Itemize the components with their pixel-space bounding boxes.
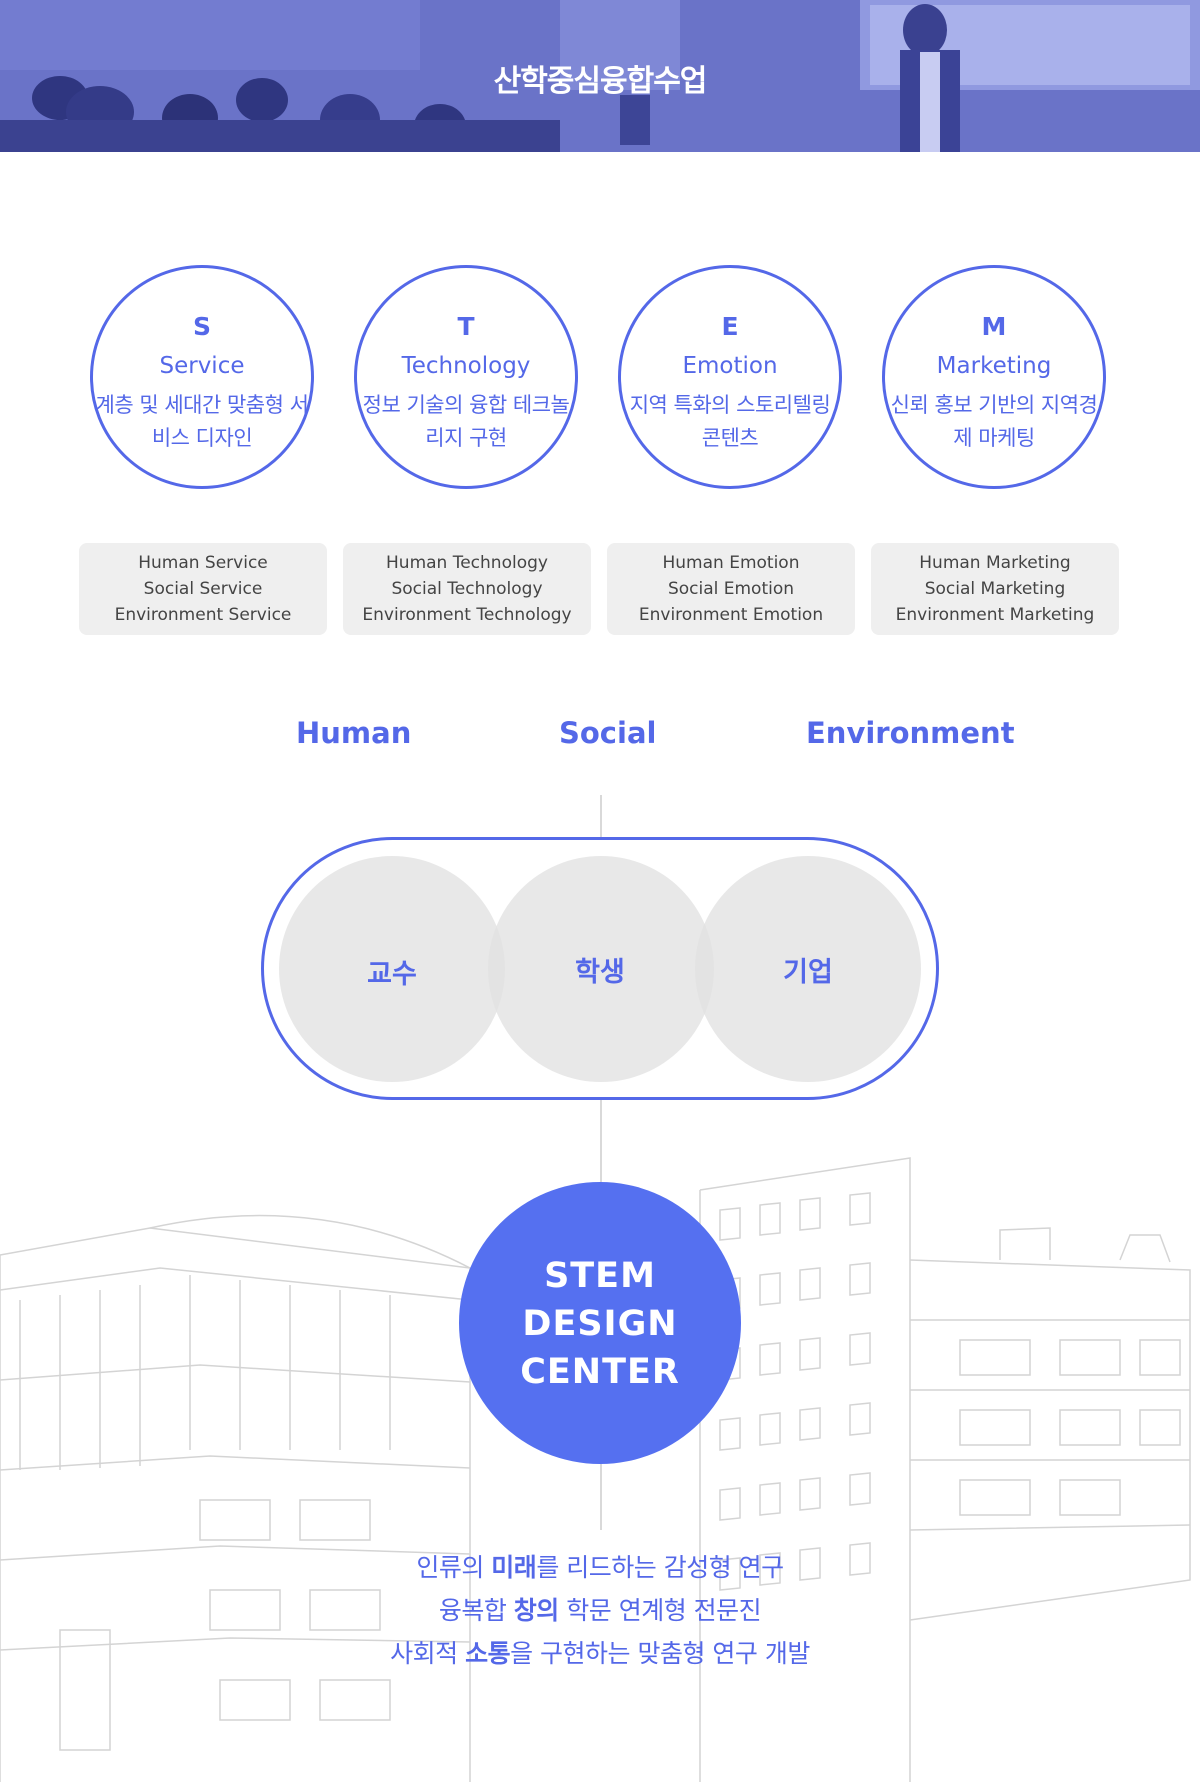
box-line: Environment Emotion — [638, 605, 824, 625]
mission-keyword: 소통 — [465, 1639, 511, 1668]
stem-desc-line: 테크놀리지 구현 — [425, 393, 570, 450]
box-line: Social Technology — [391, 579, 543, 599]
stem-word: Service — [159, 353, 245, 379]
mission-keyword: 미래 — [491, 1553, 537, 1582]
stem-box-technology: Human Technology Social Technology Envir… — [343, 543, 591, 635]
box-line: Human Technology — [386, 553, 548, 573]
stem-desc: 신뢰 홍보 기반의 지역경제 마케팅 — [885, 389, 1103, 455]
stem-circle-e: E Emotion 지역 특화의 스토리텔링 콘텐츠 — [618, 265, 842, 489]
box-line: Social Service — [143, 579, 263, 599]
stem-desc: 지역 특화의 스토리텔링 콘텐츠 — [621, 389, 839, 455]
mission-text: 을 구현하는 맞춤형 연구 개발 — [510, 1639, 810, 1668]
box-line: Environment Service — [114, 605, 292, 625]
building-illustration — [0, 1157, 1191, 1782]
stem-desc-line: 스토리텔링 콘텐츠 — [701, 393, 831, 450]
stem-design-center-badge: STEM DESIGN CENTER — [459, 1182, 741, 1464]
box-line: Human Service — [138, 553, 268, 573]
venn-label-student: 학생 — [575, 957, 625, 988]
mission-text: 를 리드하는 감성형 연구 — [536, 1553, 784, 1582]
stem-word: Technology — [401, 353, 531, 379]
stem-circle-t: T Technology 정보 기술의 융합 테크놀리지 구현 — [354, 265, 578, 489]
stem-desc-line: 신뢰 홍보 기반의 — [890, 393, 1036, 417]
pillar-environment: Environment — [806, 716, 1015, 750]
stem-word: Marketing — [936, 353, 1052, 379]
box-line: Human Marketing — [919, 553, 1071, 573]
stem-circle-s: S Service 계층 및 세대간 맞춤형 서비스 디자인 — [90, 265, 314, 489]
venn-circle-company — [695, 856, 921, 1082]
stem-word: Emotion — [682, 353, 778, 379]
connector-line-bottom — [600, 1460, 602, 1530]
header-banner: 산학중심융합수업 — [0, 0, 1200, 152]
stem-desc: 정보 기술의 융합 테크놀리지 구현 — [357, 389, 575, 455]
stem-box-service: Human Service Social Service Environment… — [79, 543, 327, 635]
mission-text: 학문 연계형 전문진 — [558, 1596, 762, 1625]
stem-desc-line: 서비스 디자인 — [151, 393, 309, 450]
center-line: CENTER — [520, 1352, 680, 1392]
stem-desc-line: 지역 특화의 — [629, 393, 731, 417]
mission-line-2: 융복합 창의 학문 연계형 전문진 — [0, 1591, 1200, 1627]
stem-desc: 계층 및 세대간 맞춤형 서비스 디자인 — [93, 389, 311, 455]
box-line: Human Emotion — [662, 553, 800, 573]
connector-line-top — [600, 795, 602, 840]
center-line: STEM — [544, 1256, 656, 1296]
stem-desc-line: 계층 및 세대간 맞춤형 — [95, 393, 284, 417]
connector-line-middle — [600, 1097, 602, 1187]
stem-letter: T — [457, 312, 475, 341]
banner-title: 산학중심융합수업 — [493, 64, 708, 99]
stem-desc-line: 정보 기술의 융합 — [362, 393, 508, 417]
box-line: Environment Technology — [362, 605, 572, 625]
stem-box-emotion: Human Emotion Social Emotion Environment… — [607, 543, 855, 635]
stem-circle-m: M Marketing 신뢰 홍보 기반의 지역경제 마케팅 — [882, 265, 1106, 489]
box-line: Social Marketing — [924, 579, 1066, 599]
stakeholder-group-outline — [261, 837, 939, 1100]
stem-desc-line: 지역경제 마케팅 — [953, 393, 1098, 450]
center-line: DESIGN — [522, 1304, 678, 1344]
pillar-social: Social — [559, 716, 657, 750]
pillar-human: Human — [296, 716, 412, 750]
mission-line-1: 인류의 미래를 리드하는 감성형 연구 — [0, 1548, 1200, 1584]
box-line: Social Emotion — [667, 579, 795, 599]
venn-label-professor: 교수 — [367, 959, 417, 990]
mission-text: 사회적 — [390, 1639, 466, 1668]
mission-text: 융복합 — [438, 1596, 514, 1625]
venn-circle-student — [488, 856, 714, 1082]
stem-letter: E — [721, 312, 739, 341]
mission-text: 인류의 — [416, 1553, 492, 1582]
venn-label-company: 기업 — [783, 957, 833, 988]
lecture-photo — [0, 0, 1200, 152]
mission-keyword: 창의 — [513, 1596, 560, 1625]
venn-circle-professor — [279, 856, 505, 1082]
box-line: Environment Marketing — [895, 605, 1095, 625]
stem-box-marketing: Human Marketing Social Marketing Environ… — [871, 543, 1119, 635]
mission-line-3: 사회적 소통을 구현하는 맞춤형 연구 개발 — [0, 1634, 1200, 1670]
stem-letter: S — [192, 312, 211, 341]
stem-letter: M — [981, 312, 1007, 341]
